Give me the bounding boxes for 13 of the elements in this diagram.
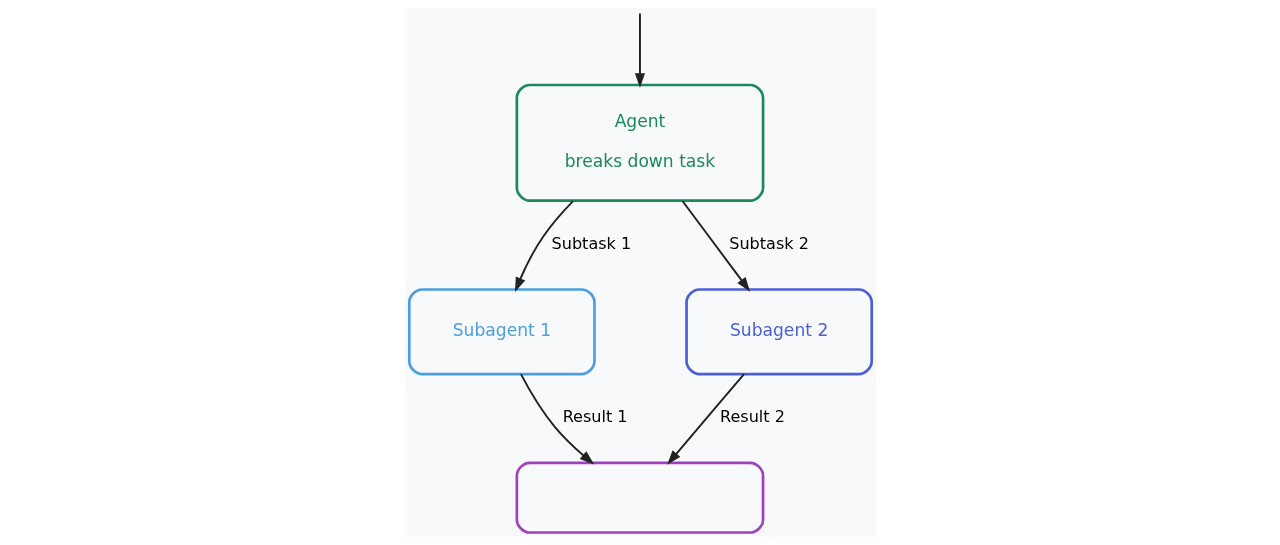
edge-label: Subtask 1 <box>551 233 631 253</box>
arrow <box>514 200 574 292</box>
node-box: Subagent 2 <box>684 288 873 376</box>
arrow <box>681 200 750 292</box>
arrow <box>634 12 645 88</box>
node-box: Agent breaks down task <box>515 83 764 202</box>
node-box <box>515 461 764 534</box>
edge-label: Result 1 <box>562 407 628 427</box>
edge-label: Result 2 <box>719 407 785 427</box>
node-box: Subagent 1 <box>407 288 596 376</box>
arrow <box>666 373 745 465</box>
edge-label: Subtask 2 <box>728 233 809 253</box>
arrow <box>519 373 594 465</box>
